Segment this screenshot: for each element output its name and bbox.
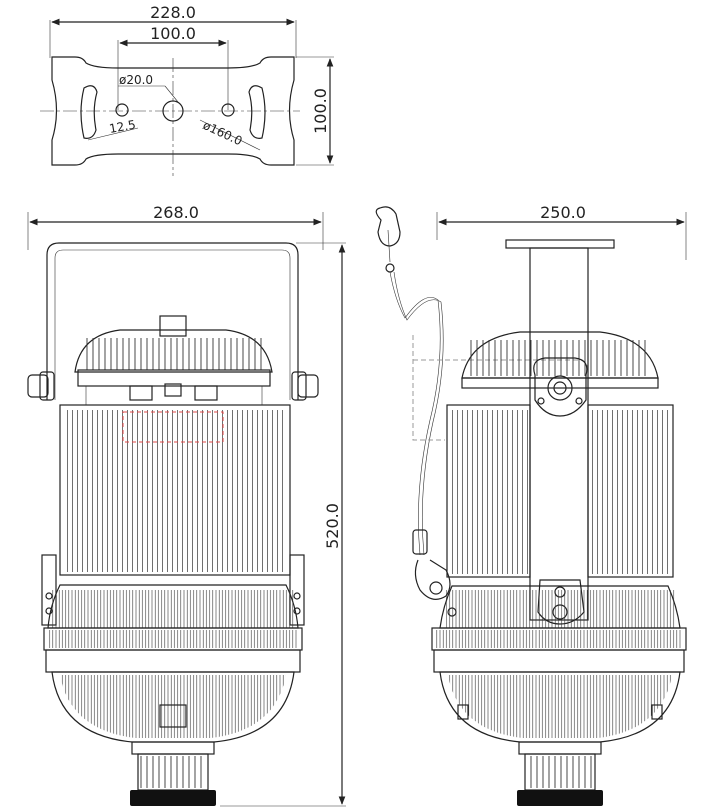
dim-overall-width: 228.0 [150,3,196,22]
front-view: 268.0 520.0 [27,203,346,807]
yoke-bracket [46,242,299,400]
carabiner-hook [375,206,401,247]
dim-center-hole: ø20.0 [119,73,153,87]
left-slot [80,85,98,139]
top-view: 228.0 100.0 ø20.0 12.5 ø160.0 100.0 [40,3,334,176]
pivot-bolt [547,375,573,401]
left-knob [27,374,49,398]
mount-plate [505,239,615,249]
main-heatsink [59,404,291,576]
right-slot [248,85,266,139]
dim-side-width: 250.0 [540,203,586,222]
mount-post [529,247,589,621]
dim-slot-circle: ø160.0 [201,118,245,148]
highlight-box [122,411,224,443]
dim-hole-spacing: 100.0 [150,24,196,43]
right-hole [221,103,235,117]
dim-front-width: 268.0 [153,203,199,222]
center-hole [162,100,184,122]
dim-overall-height: 100.0 [311,88,330,134]
right-knob [297,374,319,398]
dim-slot-width: 12.5 [108,118,137,136]
left-hole [115,103,129,117]
connector-flange [131,741,215,755]
dim-front-height: 520.0 [323,503,342,549]
safety-cable [389,271,441,556]
connector-base [130,790,216,806]
mounting-plate [51,56,295,166]
side-view: 250.0 [375,203,687,806]
